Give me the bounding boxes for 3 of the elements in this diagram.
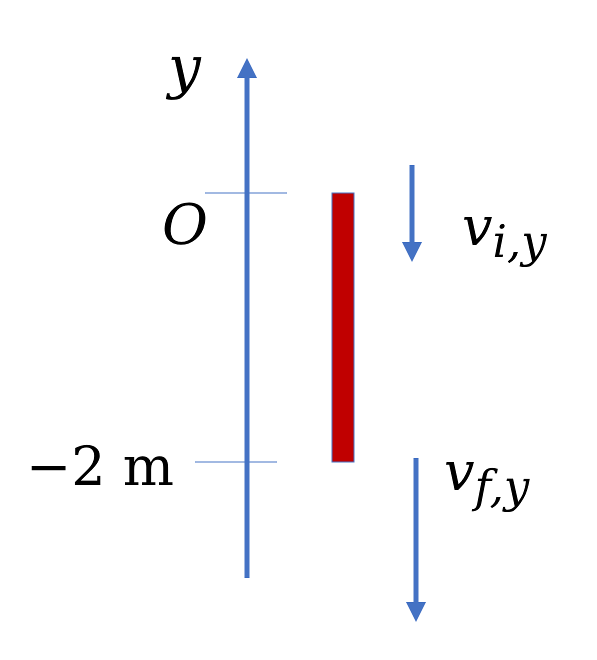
origin-label: O [162,198,208,254]
position-label: −2 m [26,440,174,494]
rod [332,192,354,462]
